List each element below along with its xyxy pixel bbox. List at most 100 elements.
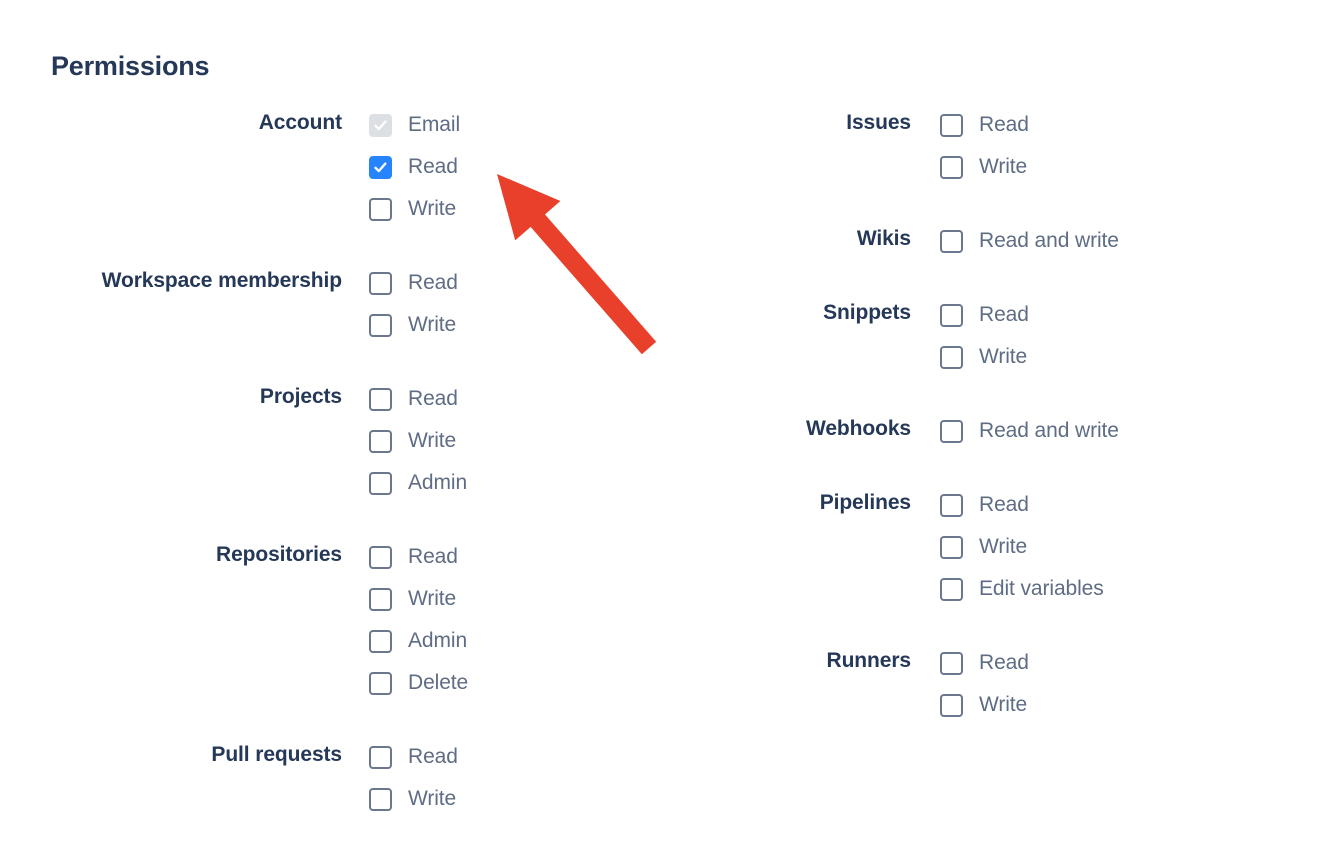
checkbox-wikis-read-and-write[interactable] [940, 229, 963, 253]
permission-option-runners-write[interactable]: Write [940, 684, 1029, 726]
permission-option-snippets-write[interactable]: Write [940, 336, 1029, 378]
permission-options-webhooks: Read and write [911, 410, 1119, 452]
check-icon [374, 119, 387, 130]
checkbox-repositories-read[interactable] [369, 545, 392, 569]
permission-option-repositories-read[interactable]: Read [369, 536, 468, 578]
permission-option-workspace-membership-read[interactable]: Read [369, 262, 458, 304]
permission-group-label-workspace-membership: Workspace membership [101, 269, 342, 292]
checkbox-pipelines-edit-variables[interactable] [940, 577, 963, 601]
permission-group-label-repositories: Repositories [216, 543, 342, 566]
permission-option-pull-requests-read[interactable]: Read [369, 736, 458, 778]
permission-option-wikis-read-and-write[interactable]: Read and write [940, 220, 1119, 262]
checkbox-snippets-read[interactable] [940, 303, 963, 327]
permission-option-workspace-membership-write[interactable]: Write [369, 304, 458, 346]
checkbox-label-workspace-membership-write: Write [408, 313, 457, 336]
permission-option-projects-write[interactable]: Write [369, 420, 467, 462]
checkbox-webhooks-read-and-write[interactable] [940, 419, 963, 443]
permission-option-projects-read[interactable]: Read [369, 378, 467, 420]
checkbox-projects-write[interactable] [369, 429, 392, 453]
checkbox-label-account-read: Read [408, 155, 458, 178]
checkbox-pull-requests-read[interactable] [369, 745, 392, 769]
permission-option-webhooks-read-and-write[interactable]: Read and write [940, 410, 1119, 452]
permission-group-label-runners: Runners [826, 649, 912, 672]
checkbox-issues-read[interactable] [940, 113, 963, 137]
check-icon [374, 161, 387, 172]
checkbox-projects-admin[interactable] [369, 471, 392, 495]
page-title: Permissions [51, 51, 210, 81]
checkbox-account-email [369, 113, 392, 137]
permission-option-projects-admin[interactable]: Admin [369, 462, 467, 504]
checkbox-workspace-membership-read[interactable] [369, 271, 392, 295]
permission-group-label-pipelines: Pipelines [819, 491, 911, 514]
checkbox-label-account-email: Email [408, 113, 461, 136]
checkbox-label-repositories-write: Write [408, 587, 457, 610]
checkbox-label-wikis-read-and-write: Read and write [979, 229, 1119, 252]
checkbox-label-account-write: Write [408, 197, 457, 220]
checkbox-label-repositories-read: Read [408, 545, 458, 568]
checkbox-issues-write[interactable] [940, 155, 963, 179]
checkbox-workspace-membership-write[interactable] [369, 313, 392, 337]
checkbox-runners-write[interactable] [940, 693, 963, 717]
permission-group-label-account: Account [258, 111, 342, 134]
permission-option-pipelines-read[interactable]: Read [940, 484, 1104, 526]
permission-option-runners-read[interactable]: Read [940, 642, 1029, 684]
permission-group-label-snippets: Snippets [823, 301, 911, 324]
checkbox-label-issues-read: Read [979, 113, 1029, 136]
checkbox-label-repositories-admin: Admin [408, 629, 468, 652]
checkbox-label-pipelines-edit-variables: Edit variables [979, 577, 1104, 600]
checkbox-label-issues-write: Write [979, 155, 1028, 178]
permission-group-label-wikis: Wikis [856, 227, 911, 250]
checkbox-repositories-admin[interactable] [369, 629, 392, 653]
checkbox-label-projects-read: Read [408, 387, 458, 410]
checkbox-label-snippets-read: Read [979, 303, 1029, 326]
permission-option-account-write[interactable]: Write [369, 188, 460, 230]
checkbox-runners-read[interactable] [940, 651, 963, 675]
permission-options-wikis: Read and write [911, 220, 1119, 262]
checkbox-account-read[interactable] [369, 155, 392, 179]
permission-option-issues-read[interactable]: Read [940, 104, 1029, 146]
checkbox-label-runners-read: Read [979, 651, 1029, 674]
checkbox-account-write[interactable] [369, 197, 392, 221]
checkbox-label-pipelines-write: Write [979, 535, 1028, 558]
permission-group-label-issues: Issues [846, 111, 911, 134]
permission-option-issues-write[interactable]: Write [940, 146, 1029, 188]
checkbox-label-repositories-delete: Delete [408, 671, 469, 694]
permission-group-label-webhooks: Webhooks [806, 417, 911, 440]
permission-option-account-email[interactable]: Email [369, 104, 460, 146]
permission-group-label-projects: Projects [259, 385, 342, 408]
permission-option-repositories-admin[interactable]: Admin [369, 620, 468, 662]
checkbox-repositories-delete[interactable] [369, 671, 392, 695]
checkbox-projects-read[interactable] [369, 387, 392, 411]
permission-option-pull-requests-write[interactable]: Write [369, 778, 458, 820]
permission-option-snippets-read[interactable]: Read [940, 294, 1029, 336]
permission-option-account-read[interactable]: Read [369, 146, 460, 188]
permission-option-pipelines-edit-variables[interactable]: Edit variables [940, 568, 1104, 610]
checkbox-label-webhooks-read-and-write: Read and write [979, 419, 1119, 442]
checkbox-pull-requests-write[interactable] [369, 787, 392, 811]
checkbox-repositories-write[interactable] [369, 587, 392, 611]
checkbox-snippets-write[interactable] [940, 345, 963, 369]
checkbox-pipelines-write[interactable] [940, 535, 963, 559]
checkbox-pipelines-read[interactable] [940, 493, 963, 517]
permission-group-wikis: Wikis Read and write [660, 220, 1322, 262]
permission-option-pipelines-write[interactable]: Write [940, 526, 1104, 568]
permission-option-repositories-write[interactable]: Write [369, 578, 468, 620]
permission-option-repositories-delete[interactable]: Delete [369, 662, 468, 704]
